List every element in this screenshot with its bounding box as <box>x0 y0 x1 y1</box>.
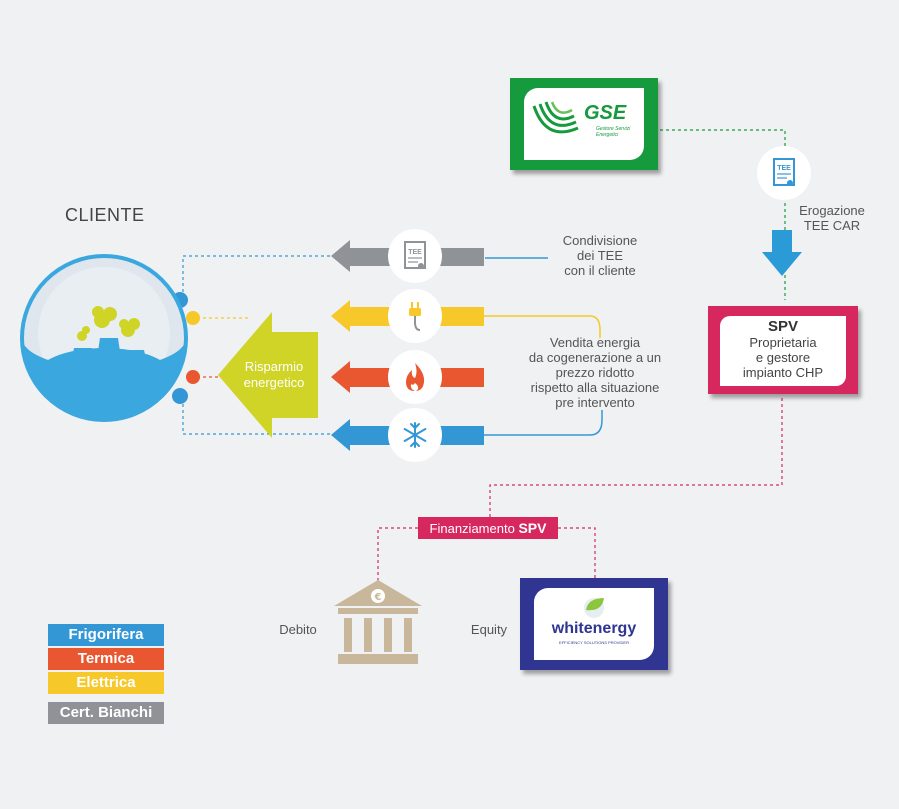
debito-label: Debito <box>279 622 317 637</box>
erogazione-line2: TEE CAR <box>803 218 861 233</box>
legend-elettrica: Elettrica <box>48 672 164 694</box>
condivisione-line3: con il cliente <box>564 263 636 278</box>
factory-icon <box>20 254 188 422</box>
finanziamento-text: Finanziamento <box>429 521 515 536</box>
whitenergy-logo: whitenergy EFFICIENCY SOLUTIONS PROVIDER <box>520 578 668 670</box>
vendita-line3: prezzo ridotto <box>555 365 635 380</box>
spv-line1: Proprietaria <box>749 335 817 350</box>
legend-frigorifera: Frigorifera <box>48 624 164 646</box>
gse-logo: GSE Gestore Servizi Energetici <box>510 78 658 170</box>
erogazione-line1: Erogazione <box>799 203 865 218</box>
condivisione-label: Condivisione dei TEE con il cliente <box>540 233 660 278</box>
vendita-line5: pre intervento <box>555 395 635 410</box>
vendita-line2: da cogenerazione a un <box>528 350 662 365</box>
vendita-line4: rispetto alla situazione <box>530 380 660 395</box>
risparmio-line2: energetico <box>243 375 305 390</box>
equity-label: Equity <box>470 622 508 637</box>
gse-swoosh-icon <box>532 101 579 134</box>
risparmio-label: Risparmio energetico <box>233 359 315 391</box>
legend-cert-bianchi: Cert. Bianchi <box>48 702 164 724</box>
vendita-label: Vendita energia da cogenerazione a un pr… <box>510 335 680 410</box>
spv-title: SPV <box>767 318 798 335</box>
legend-termica: Termica <box>48 648 164 670</box>
risparmio-line1: Risparmio <box>244 359 304 374</box>
spv-line3: impianto CHP <box>742 365 824 380</box>
finanziamento-label: Finanziamento SPV <box>418 517 558 539</box>
down-arrow-icon <box>762 230 802 276</box>
tee-icon-text: TEE <box>777 165 791 172</box>
bank-icon: € <box>334 580 422 664</box>
whitenergy-logo-text: whitenergy <box>551 620 637 637</box>
condivisione-line1: Condivisione <box>562 233 638 248</box>
cliente-title: CLIENTE <box>65 205 145 225</box>
condivisione-line2: dei TEE <box>576 248 623 263</box>
gse-logo-subtitle: Gestore Servizi Energetici <box>596 126 631 138</box>
svg-text:TEE: TEE <box>408 249 422 256</box>
risparmio-arrow <box>218 312 318 438</box>
tee-certificate-icon: TEE <box>757 146 811 200</box>
svg-text:€: € <box>374 592 382 603</box>
leaf-icon <box>584 598 604 618</box>
finanziamento-spv: SPV <box>518 520 547 536</box>
vendita-line1: Vendita energia <box>549 335 641 350</box>
spv-line2: e gestore <box>755 350 811 365</box>
gse-logo-text: GSE <box>584 102 627 124</box>
whitenergy-tagline: EFFICIENCY SOLUTIONS PROVIDER <box>559 640 629 645</box>
erogazione-label: Erogazione TEE CAR <box>782 203 882 233</box>
spv-box: SPV Proprietaria e gestore impianto CHP <box>708 306 858 394</box>
